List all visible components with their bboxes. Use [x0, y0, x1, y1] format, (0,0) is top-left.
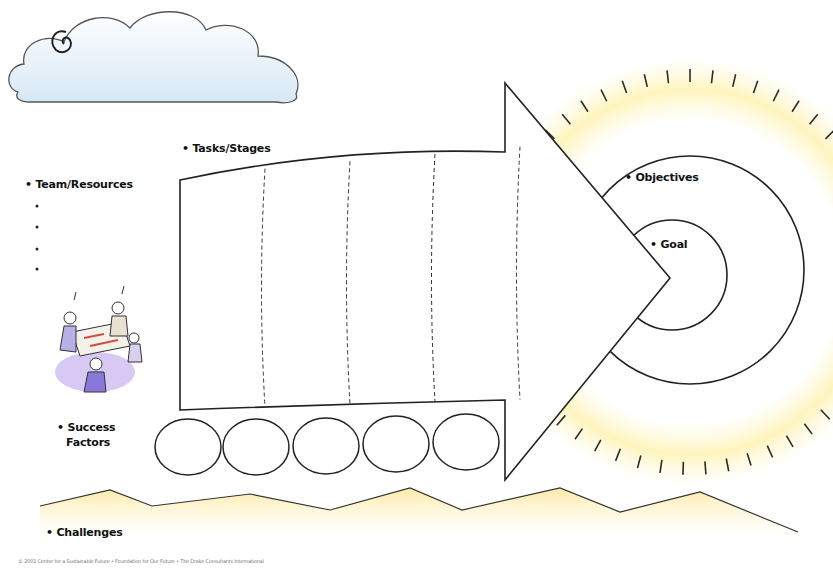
target-ring — [617, 220, 727, 330]
section-label: • Challenges — [46, 526, 123, 539]
success-ovals — [155, 414, 499, 475]
mountain-line — [40, 488, 798, 532]
node-heading: • Goal — [650, 238, 687, 251]
section-label: • Success Factors — [57, 420, 138, 450]
stage-arrow: • Tasks/Stages — [180, 82, 675, 482]
mountain-glow — [40, 488, 798, 540]
resource-dots — [36, 205, 39, 271]
copyright-note: © 2001 Center for a Sustainable Future •… — [18, 558, 264, 564]
team-illustration — [55, 286, 142, 392]
cloud — [9, 12, 298, 103]
stage-divider — [517, 147, 521, 400]
node-heading: • Objectives — [625, 171, 699, 184]
stage-divider — [262, 169, 266, 408]
target-ring — [576, 156, 804, 384]
stage-divider — [432, 154, 436, 402]
node-heading: • Tasks/Stages — [182, 142, 270, 155]
cloud-swirl — [52, 31, 71, 52]
section-label: • Team/Resources — [25, 178, 133, 191]
stage-divider — [347, 161, 351, 404]
task-arrow — [180, 83, 670, 480]
